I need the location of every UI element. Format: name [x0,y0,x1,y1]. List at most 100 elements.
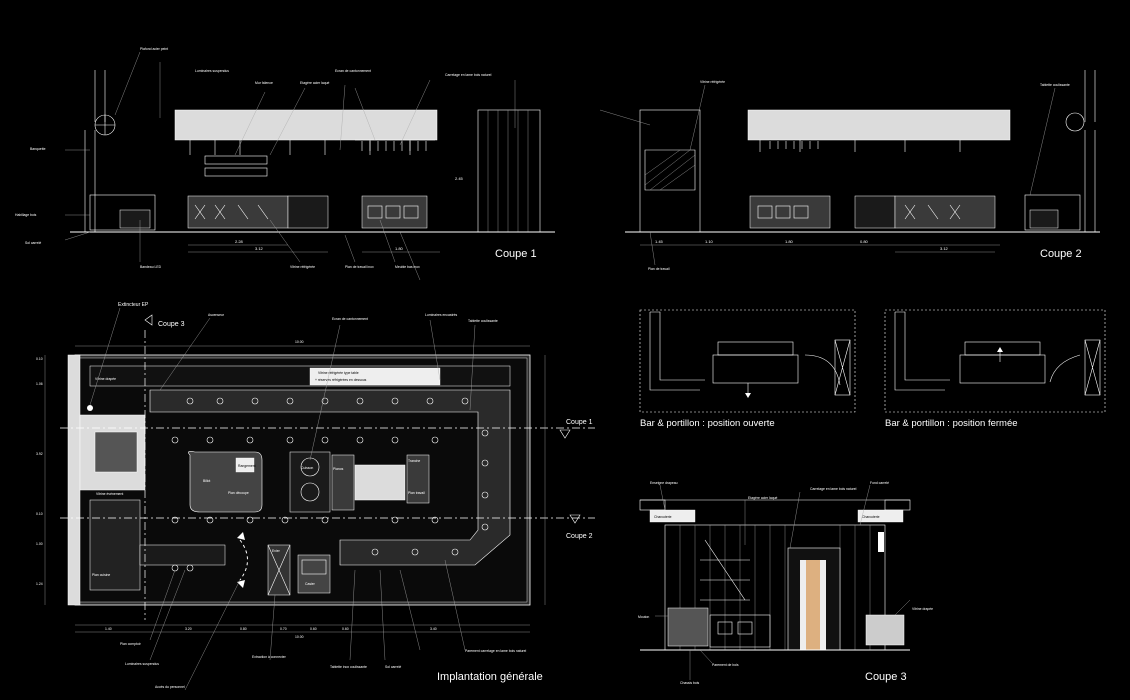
shelf-1 [204,155,268,165]
coupe3-section: Charcuterie Charcuterie Enseigne drapeau… [638,481,933,685]
coupe1-ceiling-band [174,109,438,141]
coupe1-dim-4: 2.45 [455,176,464,181]
plan-note-9: Sol carrelé [385,665,401,669]
coupe1-marker [559,429,571,439]
c2-dim-1: 1.10 [705,239,714,244]
c2-note-0: Vitrine réfrigérée [700,80,725,84]
c2-note-1: Tablette coulissante [1040,83,1070,87]
c3-note-2: Carrelage en lame bois naturel [810,487,857,491]
coupe3-cabinet-left [667,607,709,647]
coupe2-marker [569,514,581,524]
coupe3-title: Coupe 3 [865,671,907,683]
plan-note-3: Tablette coulissante [468,319,498,323]
plan-dim-b0: 1.40 [105,627,112,631]
plan-dim-top: 10.00 [295,340,304,344]
plan-reserves: + réserves réfrigérées en dessous [315,378,367,382]
plan-plan-decoupe: Plan découpe [228,491,249,495]
plan-rangement-label: Rangement [238,464,256,468]
plan-dim-l0: 0.10 [36,357,43,361]
plan-pianos: Pianos [333,467,344,471]
c1-note-9: Plan de travail inox [345,265,374,269]
plan-vitrine-evenement: Vitrine événement [96,492,123,496]
plan-dim-l5: 1.24 [36,582,43,586]
plan-lower-left-block [89,499,141,591]
plan-vitrine-drapee: Vitrine drapée [95,377,116,381]
plan-evier: Evier [272,549,281,553]
plan-vitrine-table: Vitrine réfrigérée type table [318,371,359,375]
c1-note-4: Mur faïence [255,81,273,85]
implantation-title: Implantation générale [437,671,543,683]
coupe2-panel [639,109,701,233]
bar-closed-title: Bar & portillon : position fermée [885,418,1018,429]
plan-note-8: Tablette inox coulissante [330,665,367,669]
plan-dim-l2: 3.92 [36,452,43,456]
sign-right [857,509,904,523]
coupe1-dim-1: 2.28 [235,239,244,244]
c3-note-4: Vitrine drapée [912,607,933,611]
plan-tranche: Tranche [408,459,420,463]
c2-dim-3: 0.80 [860,239,869,244]
bar-closed-counter [959,354,1046,384]
plan-cuisson-block [289,451,331,513]
marker-coupe1: Coupe 1 [566,419,593,426]
bar-open-section: Bar & portillon : position ouverte [639,309,856,429]
plan-dim-l4: 1.00 [36,542,43,546]
coupe1-title: Coupe 1 [495,248,537,260]
c1-note-3: Vitrine réfrigérée [290,265,315,269]
coupe1-counter-left [187,195,289,229]
plan-dim-b4: 0.60 [310,627,317,631]
c2-dim-0: 1.45 [655,239,664,244]
coupe2-title: Coupe 2 [1040,248,1082,260]
plan-counter-bar [149,389,511,566]
coupe3-shelves [700,539,750,601]
c1-note-11: Sol carrelé [25,241,41,245]
plan-note-2: Luminaires encastrés [425,313,458,317]
sign-right-text: Charcuterie [862,515,880,519]
plan-dim-b1: 3.20 [185,627,192,631]
plan-dim-b2: 0.80 [240,627,247,631]
plan-plan-travail [354,464,406,501]
plan-dim-bottom-total: 10.00 [295,635,304,639]
plan-note-6: Accès du personnel [155,685,185,689]
marker-extincteur: Extincteur EP [118,302,149,308]
c3-note-1: Etagère acier laqué [748,496,778,500]
shelf-2 [204,167,268,177]
c3-note-0: Enseigne drapeau [650,481,678,485]
coupe1-bench [89,194,156,231]
plan-dim-b3: 0.70 [280,627,287,631]
c2-dim-4: 3.12 [940,246,949,251]
plan-dim-l1: 1.06 [36,382,43,386]
plan-billot: Billot [203,479,210,483]
c1-note-5: Etagère acier laqué [300,81,330,85]
plan-section: Vitrine réfrigérée type table + réserves… [36,302,595,691]
c1-note-12: Banquette [30,147,46,151]
plan-note-5: Luminaires suspendus [125,662,159,666]
c1-note-10: Meuble bas inox [395,265,420,269]
coupe2-section: 1.45 1.10 1.80 0.80 3.12 Vitrine réfrigé… [599,70,1100,271]
c3-note-6: Parement de bois [712,663,739,667]
plan-dim-b5: 0.60 [342,627,349,631]
marker-coupe3: Coupe 3 [158,321,185,328]
coupe1-display [119,209,151,229]
coupe2-ceiling-band [747,109,1011,141]
plan-note-0: Ascenseur [208,313,225,317]
bar-closed-swing [1049,354,1081,383]
plan-note-10: Parement carrelage en lame bois naturel [465,649,527,653]
plan-note-1: Ecran de cantonnement [332,317,368,321]
c1-note-13: Habillage bois [15,213,37,217]
coupe1-dim-3: 1.80 [395,246,404,251]
coupe1-dim-2: 3.12 [255,246,264,251]
plan-cuisine-counter [139,544,226,566]
plan-dim-b6: 3.40 [430,627,437,631]
coupe2-bench [1024,194,1081,231]
glass-rack [355,139,435,151]
plan-cuisson: Cuisson [301,466,313,470]
bar-closed-section: Bar & portillon : position fermée [884,309,1106,429]
sign-left-text: Charcuterie [654,515,672,519]
coupe2-duct-circle [1065,112,1085,132]
plan-ceiling-lights [171,397,489,556]
c1-note-0: Plafond acier peint [140,47,168,51]
c3-note-7: Chassis bois [680,681,700,685]
coupe3-vitrine-drapee [865,614,905,646]
